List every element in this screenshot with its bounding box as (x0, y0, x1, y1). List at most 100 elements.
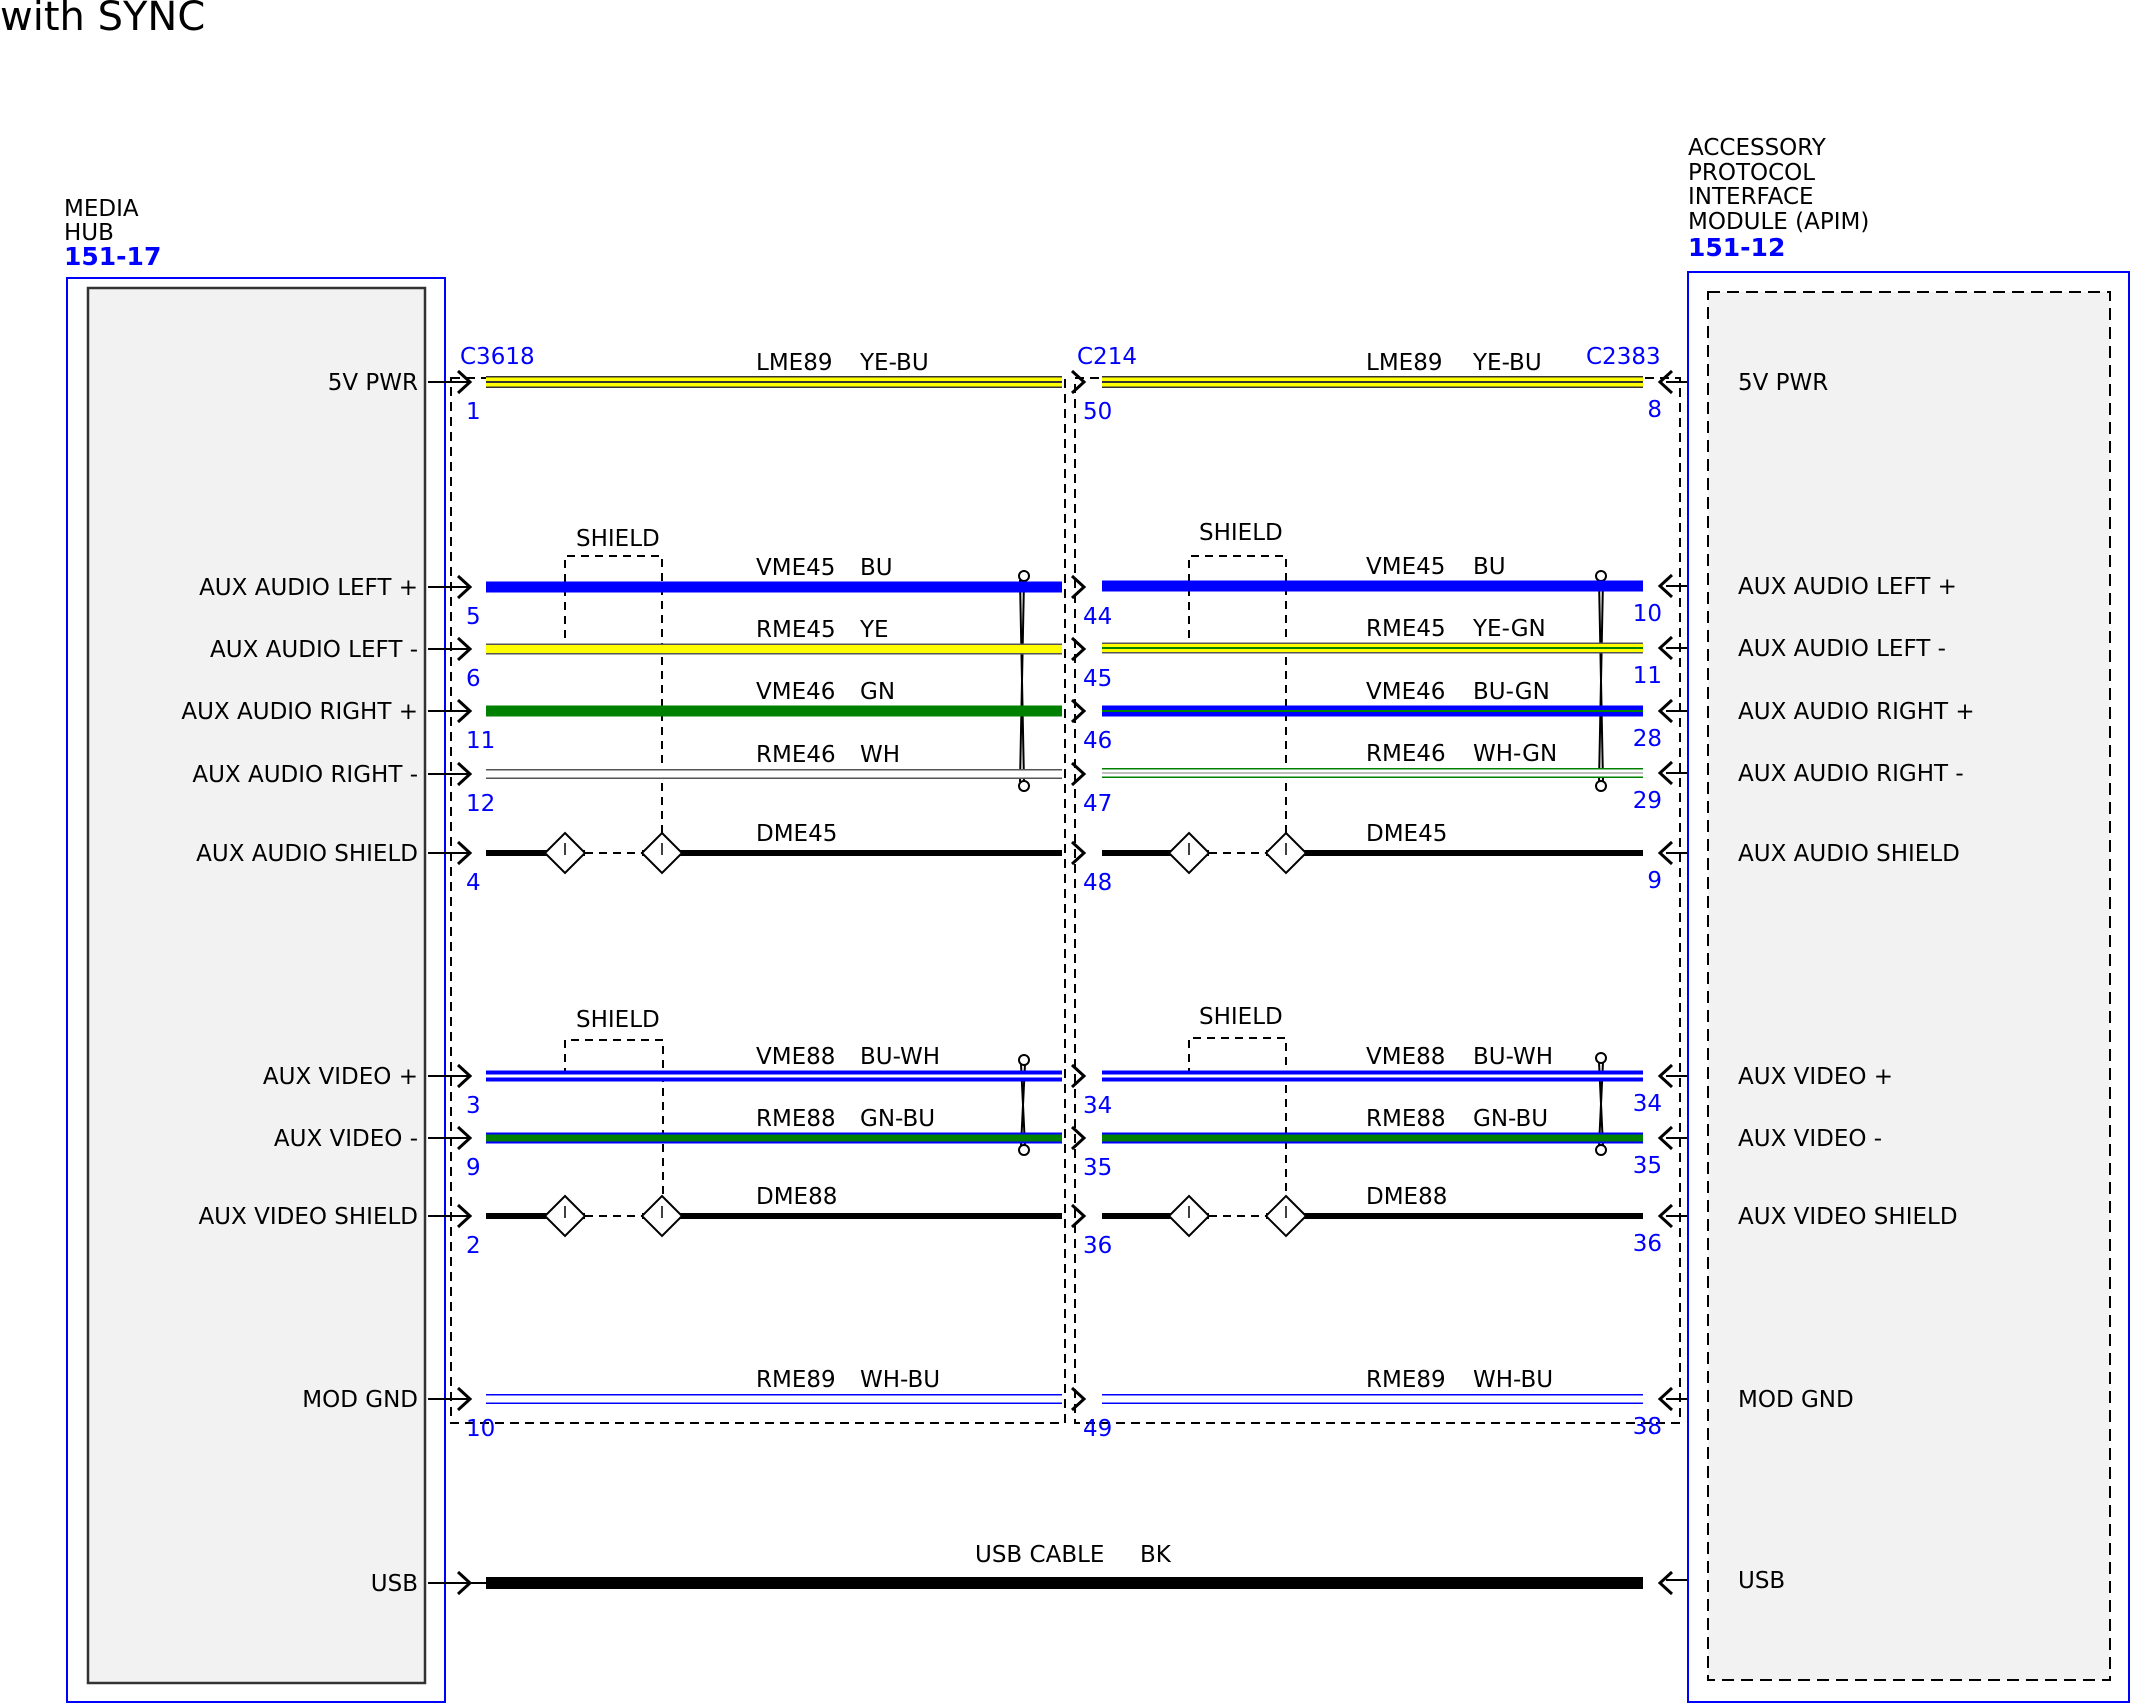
wire-color-label: WH (860, 742, 900, 768)
wire-color-label: YE (859, 617, 889, 643)
wire-color-label: BU-GN (1473, 679, 1550, 705)
right-signal-label: AUX AUDIO RIGHT + (1738, 699, 1975, 725)
wire-circuit-label: VME88 (1366, 1044, 1445, 1070)
left-connector-arrow (456, 636, 473, 662)
pin-number: 11 (466, 728, 495, 754)
wire-circuit-label: RME46 (1366, 741, 1446, 767)
left-connector-arrow (456, 1063, 473, 1089)
right-connector-arrow (1657, 1125, 1674, 1151)
mid-connector-arrow (1070, 1063, 1087, 1089)
wire-circuit-label: VME46 (756, 679, 835, 705)
right-signal-label: AUX VIDEO - (1738, 1126, 1882, 1152)
wire-circuit-label: RME89 (1366, 1367, 1446, 1393)
shield-label: SHIELD (1199, 520, 1283, 546)
left-connector-arrow (456, 840, 473, 866)
pin-number: 36 (1633, 1231, 1662, 1257)
right-connector-arrow (1657, 698, 1674, 724)
wire-color-label: YE-BU (859, 350, 929, 376)
wire-color-label: GN (860, 679, 895, 705)
left-module-body (86, 286, 427, 1685)
wire-circuit-label: DME45 (1366, 821, 1447, 847)
left-connector-arrow (456, 369, 473, 395)
right-connector-arrow (1657, 1063, 1674, 1089)
wire-circuit-label: VME45 (1366, 554, 1445, 580)
pin-number: 34 (1633, 1091, 1662, 1117)
mid-connector-arrow (1070, 636, 1087, 662)
pin-number: 50 (1083, 399, 1112, 425)
pin-number: 45 (1083, 666, 1112, 692)
right-module-ref: 151-12 (1688, 233, 1785, 262)
left-signal-label: AUX AUDIO RIGHT - (192, 762, 418, 788)
wire-color-label: YE-BU (1472, 350, 1542, 376)
pin-number: 34 (1083, 1093, 1112, 1119)
right-module-name-line-3: INTERFACE (1688, 184, 1814, 210)
right-connector-arrow (1657, 635, 1674, 661)
left-signal-label: AUX AUDIO LEFT - (210, 637, 418, 663)
wire-color-label: GN-BU (860, 1106, 935, 1132)
wire-circuit-label: RME46 (756, 742, 836, 768)
audio-shield-left: SHIELD (564, 526, 663, 851)
left-connector-arrow (456, 761, 473, 787)
left-connector-arrow (456, 1203, 473, 1229)
mid-connector-arrow (1070, 698, 1087, 724)
left-signal-label: AUX VIDEO - (274, 1126, 418, 1152)
wire-color-label: WH-BU (1473, 1367, 1553, 1393)
wire-circuit-label: USB CABLE (975, 1542, 1104, 1568)
right-connector-arrow (1657, 369, 1674, 395)
pin-number: 29 (1633, 788, 1662, 814)
left-signal-label: USB (371, 1571, 418, 1597)
wire-circuit-label: VME88 (756, 1044, 835, 1070)
left-connector-arrow (456, 574, 473, 600)
right-module-name-line-2: PROTOCOL (1688, 160, 1815, 186)
mid-connector-arrow (1070, 574, 1087, 600)
right-signal-label: AUX AUDIO LEFT - (1738, 636, 1946, 662)
pin-number: 11 (1633, 663, 1662, 689)
left-module-ref: 151-17 (64, 242, 161, 271)
right-connector-arrow (1657, 573, 1674, 599)
left-connector-arrow (456, 1125, 473, 1151)
left-signal-label: AUX AUDIO SHIELD (196, 841, 418, 867)
right-connector-arrow (1657, 1203, 1674, 1229)
twisted-pair-markers (1018, 570, 1607, 1156)
right-signal-label: AUX AUDIO SHIELD (1738, 841, 1960, 867)
wire-color-label: BU (860, 555, 893, 581)
pin-number: 1 (466, 399, 481, 425)
right-module-name-line-1: ACCESSORY (1688, 135, 1827, 161)
pin-number: 44 (1083, 604, 1112, 630)
left-signal-label: MOD GND (302, 1387, 418, 1413)
connector-c3618-label: C3618 (460, 344, 535, 370)
right-module-body (1707, 291, 2111, 1681)
pin-number: 3 (466, 1093, 481, 1119)
right-signal-label: AUX VIDEO + (1738, 1064, 1893, 1090)
wire-color-label: BU-WH (860, 1044, 940, 1070)
right-signal-label: AUX VIDEO SHIELD (1738, 1204, 1958, 1230)
wire-circuit-label: VME46 (1366, 679, 1445, 705)
wire-color-label: BK (1140, 1542, 1172, 1568)
right-connector-arrow (1657, 840, 1674, 866)
pin-number: 47 (1083, 791, 1112, 817)
mid-connector-arrow (1070, 761, 1087, 787)
right-module-name-line-4: MODULE (APIM) (1688, 209, 1869, 235)
right-connector-arrow (1657, 1386, 1674, 1412)
left-module-name-line-1: MEDIA (64, 196, 139, 222)
mid-connector-arrow (1070, 1203, 1087, 1229)
wire-color-label: WH-BU (860, 1367, 940, 1393)
wire-circuit-label: LME89 (756, 350, 832, 376)
left-signal-label: AUX VIDEO SHIELD (198, 1204, 418, 1230)
connector-c214-label: C214 (1077, 344, 1137, 370)
left-signal-label: AUX AUDIO RIGHT + (181, 699, 418, 725)
mid-connector-arrow (1070, 1386, 1087, 1412)
pin-number: 48 (1083, 870, 1112, 896)
mid-connector-arrow (1070, 1125, 1087, 1151)
pin-number: 6 (466, 666, 481, 692)
right-connector-arrow (1657, 760, 1674, 786)
wire-circuit-label: RME89 (756, 1367, 836, 1393)
wire-color-label: GN-BU (1473, 1106, 1548, 1132)
left-connector-arrow (456, 1386, 473, 1412)
pin-number: 35 (1083, 1155, 1112, 1181)
shield-label: SHIELD (576, 526, 660, 552)
wire-circuit-label: LME89 (1366, 350, 1442, 376)
left-connector-arrow (456, 698, 473, 724)
wire-color-label: BU (1473, 554, 1506, 580)
